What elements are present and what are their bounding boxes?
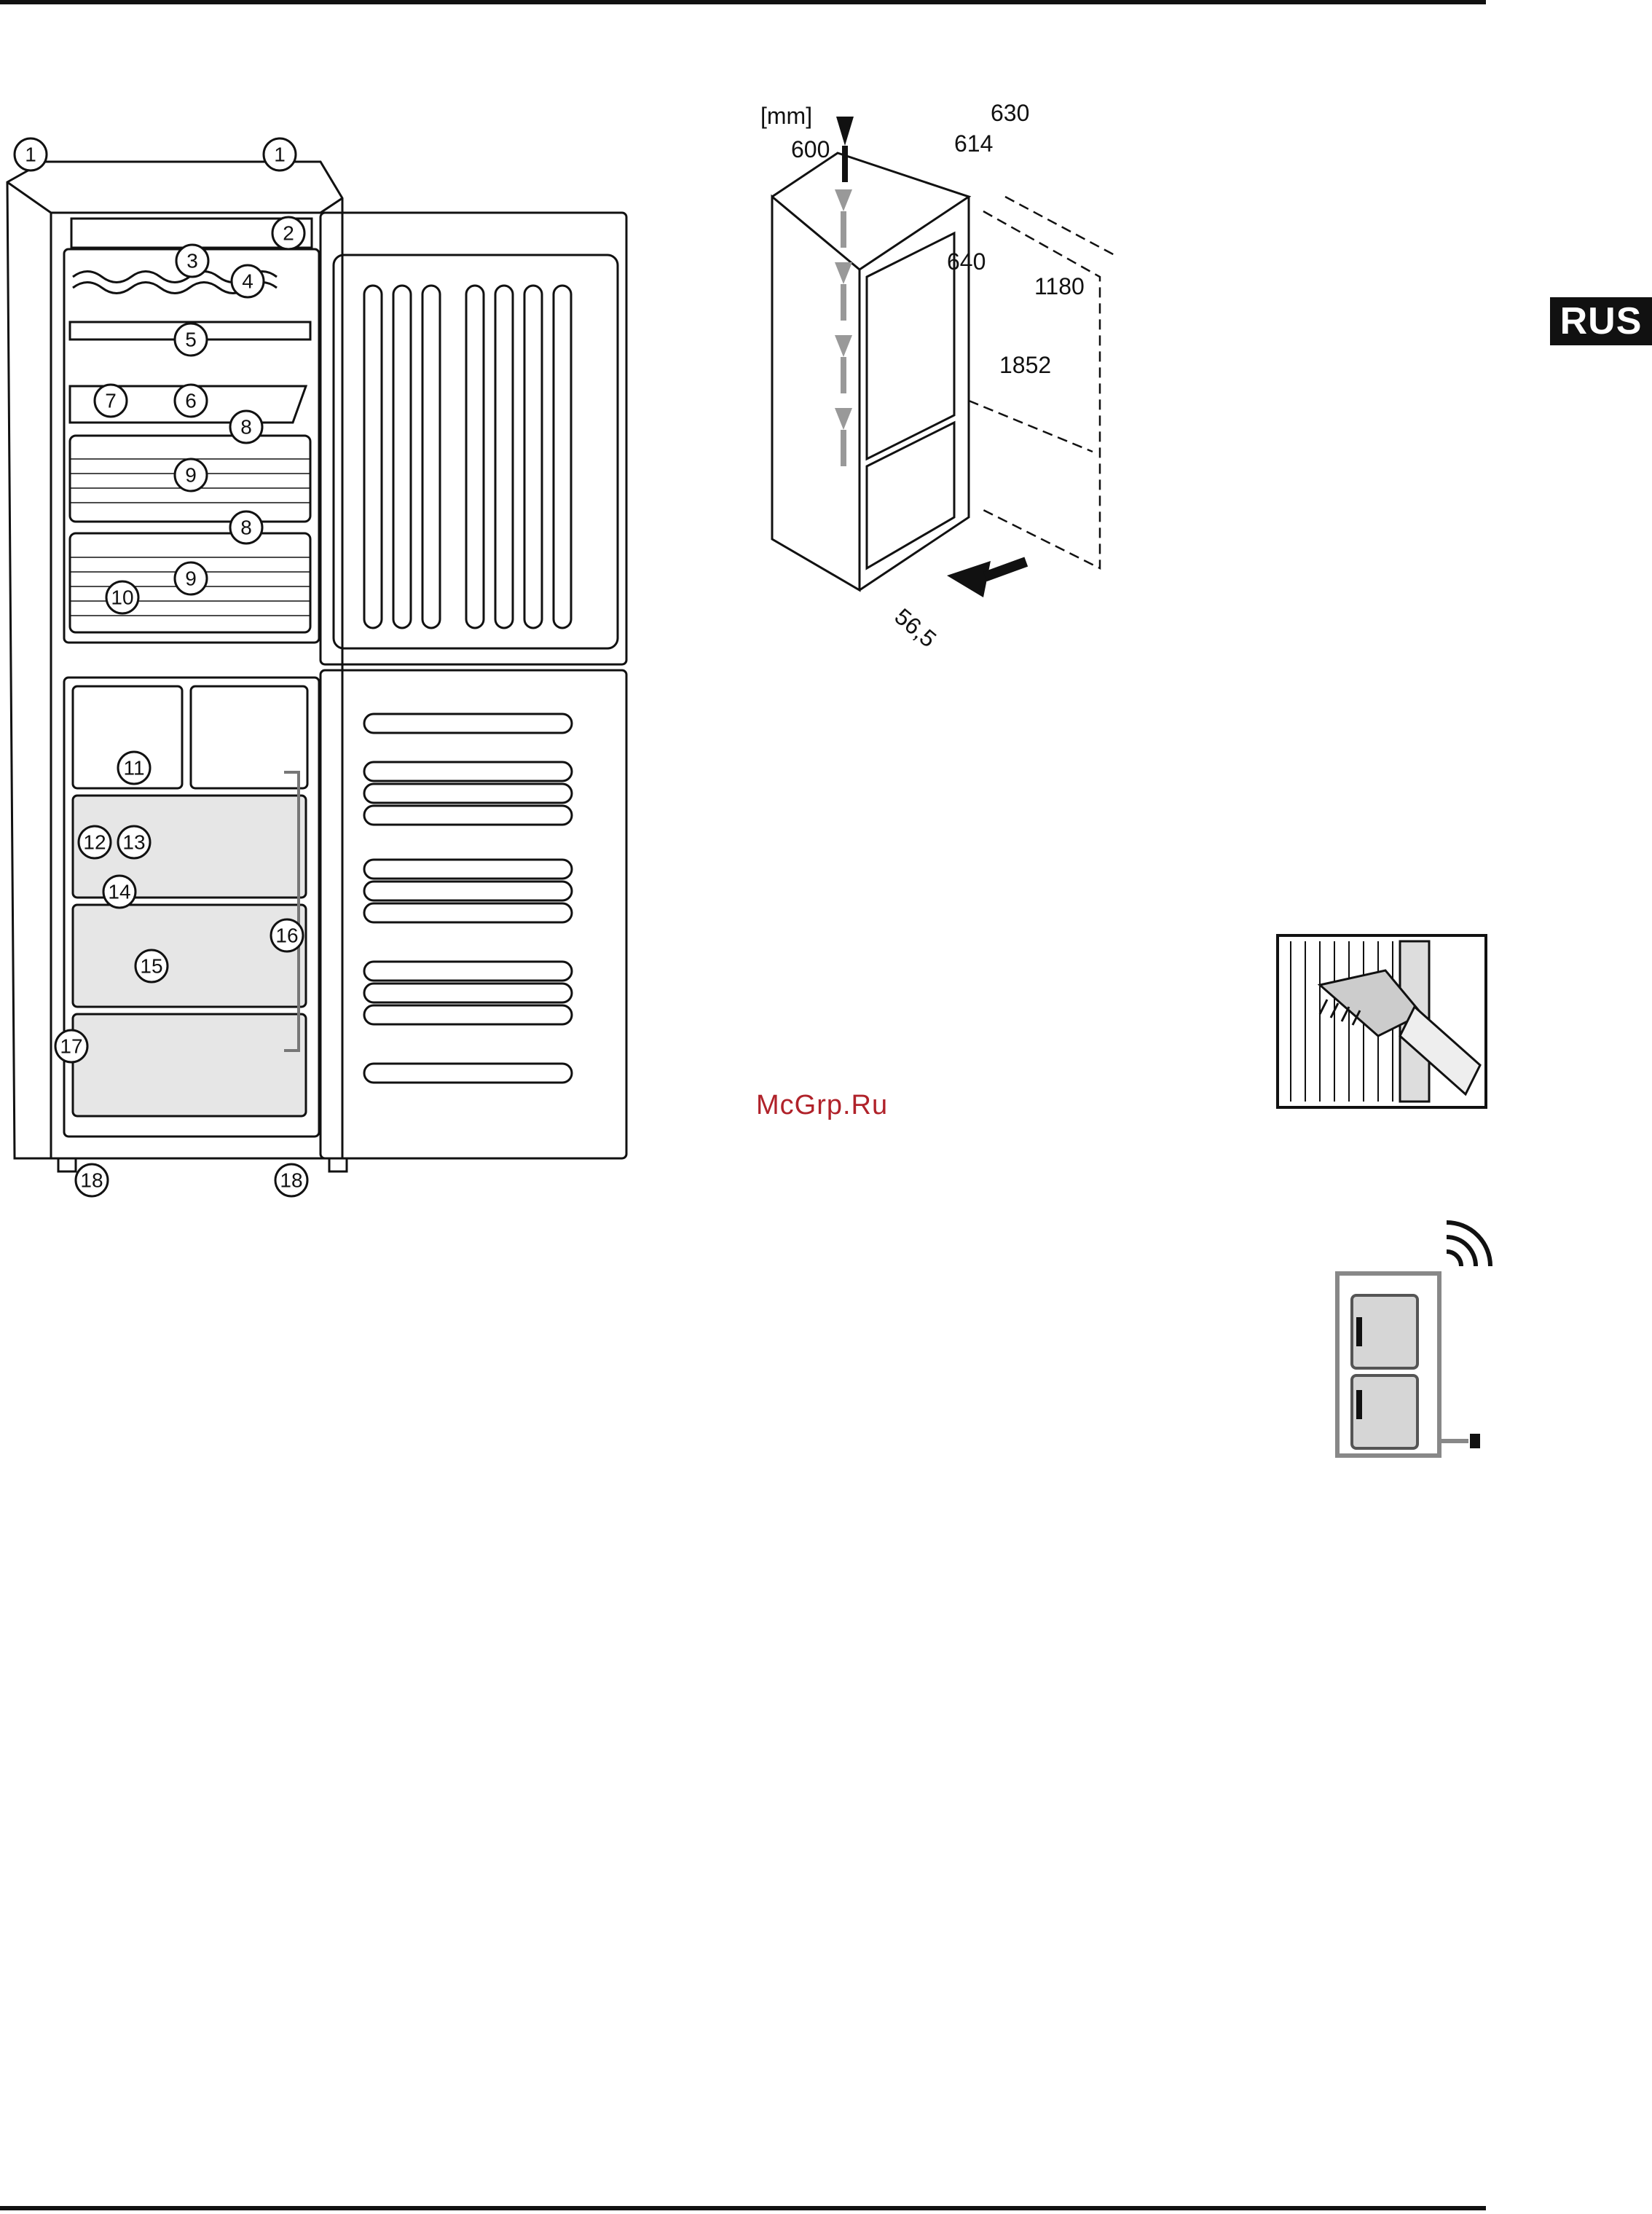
svg-text:8: 8 — [240, 517, 252, 539]
svg-text:8: 8 — [240, 416, 252, 439]
svg-text:9: 9 — [185, 568, 197, 590]
callout-18a: 18 — [76, 1164, 108, 1196]
callout-2: 2 — [272, 217, 304, 249]
svg-text:18: 18 — [280, 1169, 302, 1192]
svg-text:5: 5 — [185, 329, 197, 351]
svg-text:16: 16 — [275, 925, 298, 947]
svg-text:17: 17 — [60, 1035, 82, 1058]
svg-text:14: 14 — [108, 881, 130, 903]
callout-18b: 18 — [275, 1164, 307, 1196]
svg-text:4: 4 — [242, 270, 253, 293]
callout-8b: 8 — [230, 511, 262, 543]
callout-16: 16 — [271, 919, 303, 951]
watermark: McGrp.Ru — [756, 1090, 888, 1121]
dim-1852: 1852 — [999, 352, 1051, 378]
svg-text:6: 6 — [185, 390, 197, 412]
wireless-signal-appliance-icon — [1330, 1215, 1490, 1463]
dim-600: 600 — [791, 136, 830, 162]
svg-text:1: 1 — [274, 144, 286, 166]
callout-4: 4 — [232, 265, 264, 297]
callout-13: 13 — [118, 826, 150, 858]
dimensions-diagram: [mm] 630 614 600 640 1180 1852 56,5 — [750, 87, 1231, 656]
bottom-rule — [0, 2206, 1486, 2210]
dim-1180: 1180 — [1034, 273, 1085, 299]
callout-1a: 1 — [15, 138, 47, 170]
callout-8a: 8 — [230, 411, 262, 443]
callout-7: 7 — [95, 385, 127, 417]
dim-630: 630 — [991, 100, 1029, 126]
dim-614: 614 — [954, 130, 993, 157]
callout-11: 11 — [118, 752, 150, 784]
dim-640: 640 — [947, 248, 986, 275]
callout-3: 3 — [176, 245, 208, 277]
callout-10: 10 — [106, 581, 138, 613]
callout-9b: 9 — [175, 562, 207, 594]
callout-12: 12 — [79, 826, 111, 858]
svg-text:13: 13 — [122, 831, 145, 854]
callout-17: 17 — [55, 1030, 87, 1062]
dim-unit-label: [mm] — [760, 103, 812, 129]
top-rule — [0, 0, 1486, 4]
svg-text:18: 18 — [80, 1169, 103, 1192]
appliance-diagram: 1 1 2 3 4 5 6 7 8 9 8 9 10 11 12 13 14 1… — [0, 131, 641, 1209]
svg-text:2: 2 — [283, 222, 294, 245]
callout-5: 5 — [175, 323, 207, 356]
callout-9a: 9 — [175, 459, 207, 491]
dim-56-5: 56,5 — [890, 603, 942, 653]
svg-text:3: 3 — [186, 250, 198, 272]
svg-text:7: 7 — [105, 390, 117, 412]
callout-1b: 1 — [264, 138, 296, 170]
svg-text:15: 15 — [140, 955, 162, 978]
svg-text:12: 12 — [83, 831, 106, 854]
svg-text:1: 1 — [25, 144, 36, 166]
svg-text:11: 11 — [123, 757, 144, 780]
svg-text:10: 10 — [111, 586, 133, 609]
callout-6: 6 — [175, 385, 207, 417]
callout-14: 14 — [103, 876, 135, 908]
svg-text:9: 9 — [185, 464, 197, 487]
brush-cleaning-condenser-icon — [1276, 934, 1487, 1109]
language-tag: RUS — [1550, 297, 1652, 345]
callout-15: 15 — [135, 950, 168, 982]
